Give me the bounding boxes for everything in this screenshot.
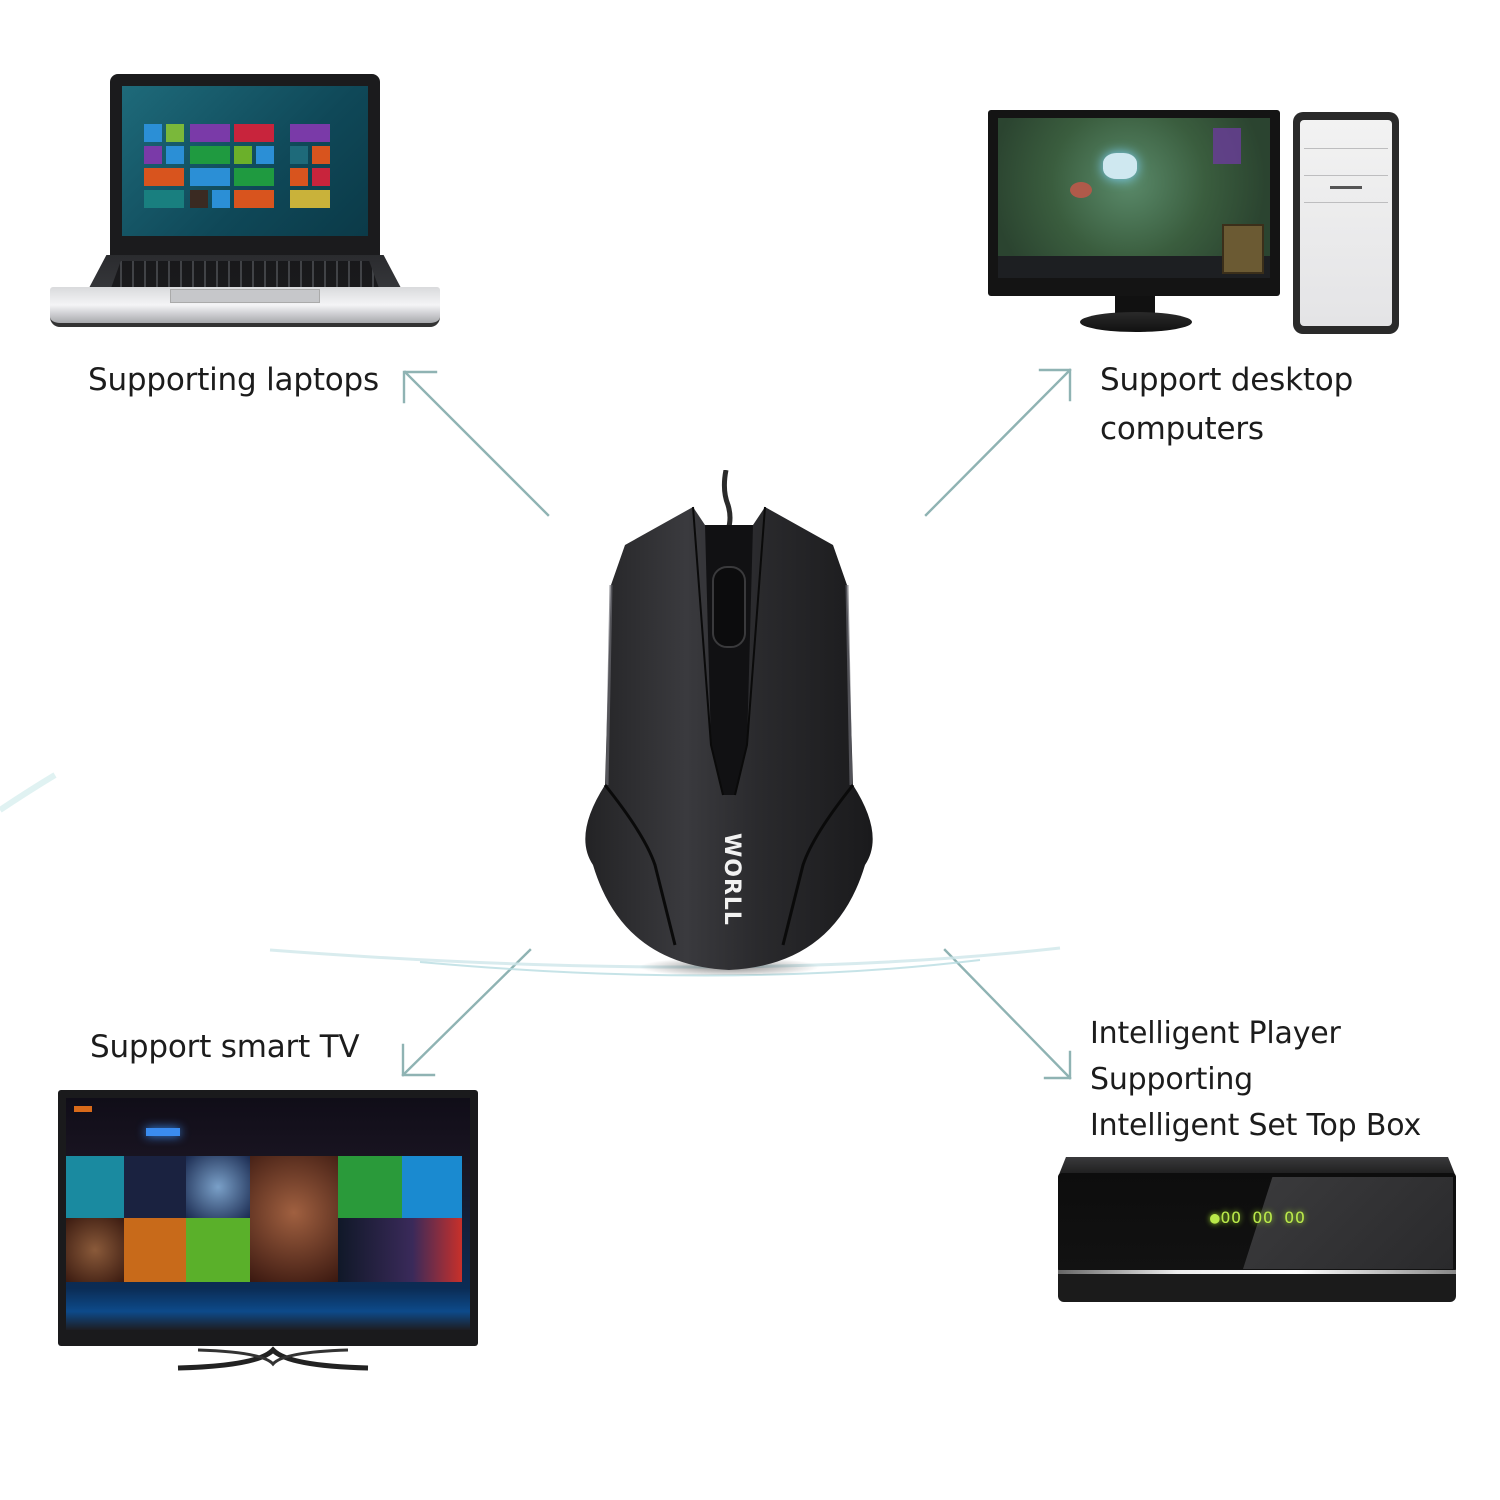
feature-label-smart-tv: Support smart TV <box>90 1023 360 1072</box>
laptop-base <box>50 255 440 327</box>
touchpad <box>170 289 320 303</box>
brand-mark: WORLL <box>719 833 744 926</box>
mouse-cable <box>721 470 733 530</box>
label-line: Intelligent Set Top Box <box>1090 1108 1422 1143</box>
keyboard <box>110 261 380 291</box>
feature-label-set-top-box: Intelligent Player Supporting Intelligen… <box>1090 1011 1500 1149</box>
set-top-box-illustration: ●OO OO OO <box>1058 1157 1456 1302</box>
glow-swoosh <box>0 772 1061 977</box>
arrow-down-left-icon <box>401 948 532 1077</box>
minimap <box>1222 224 1264 274</box>
feature-label-desktop: Support desktop computers <box>1100 356 1353 454</box>
arrow-up-left-icon <box>402 370 550 517</box>
arrow-down-right-icon <box>943 948 1072 1080</box>
stb-led-display: ●OO OO OO <box>1210 1208 1306 1227</box>
feature-label-laptops: Supporting laptops <box>88 356 379 405</box>
label-line: Support smart TV <box>90 1029 360 1065</box>
pc-tower-face <box>1300 120 1392 326</box>
laptop-screen <box>122 86 368 236</box>
tv-screen <box>66 1098 470 1330</box>
label-line: Support desktop <box>1100 362 1354 398</box>
monitor-neck <box>1115 296 1155 316</box>
label-line: computers <box>1100 411 1264 447</box>
mouse-illustration: WORLL <box>585 506 873 975</box>
label-line: Supporting laptops <box>88 362 379 398</box>
monitor-stand <box>1080 312 1192 332</box>
arrow-up-right-icon <box>924 368 1072 517</box>
label-line: Intelligent Player Supporting <box>1090 1016 1341 1097</box>
tv-stand <box>177 1346 369 1371</box>
monitor-screen <box>998 118 1270 278</box>
